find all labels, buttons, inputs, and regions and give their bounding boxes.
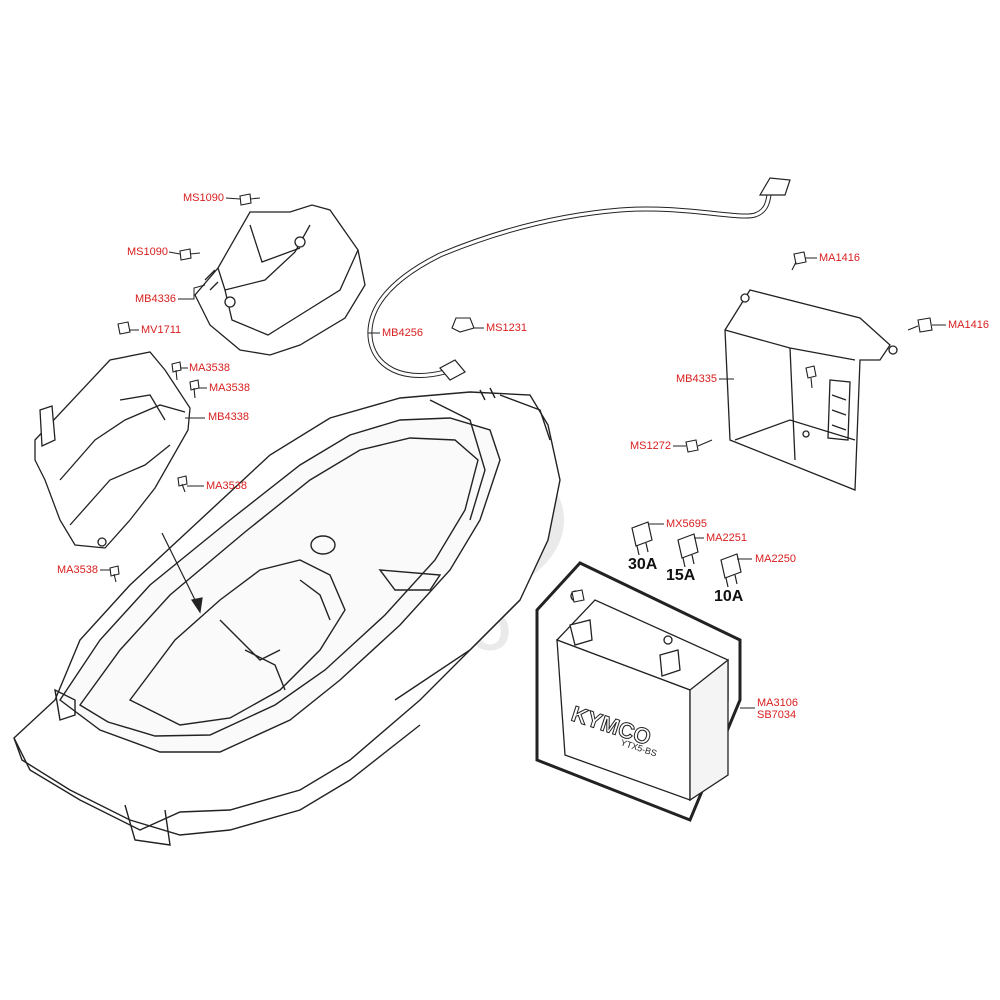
label-ma3538-c: MA3538 xyxy=(206,480,247,492)
label-ma3538-b: MA3538 xyxy=(209,382,250,394)
storage-box-body xyxy=(13,387,561,846)
label-ma3538-d: MA3538 xyxy=(57,564,98,576)
guide-arrow xyxy=(161,532,203,614)
label-ma3538-a: MA3538 xyxy=(189,362,230,374)
label-ms1272: MS1272 xyxy=(630,440,671,452)
battery-cable-mb4256 xyxy=(367,177,791,381)
fuse-15a-ma2251 xyxy=(677,533,699,568)
upper-cover-mb4336 xyxy=(194,204,366,356)
label-ms1231: MS1231 xyxy=(486,322,527,334)
label-ma3106: MA3106 xyxy=(757,697,798,709)
label-mb4256: MB4256 xyxy=(382,327,423,339)
label-mv1711: MV1711 xyxy=(141,324,182,336)
fuse-rating-15a: 15A xyxy=(666,567,696,584)
label-mb4335: MB4335 xyxy=(676,373,717,385)
fuse-30a-mx5695 xyxy=(631,521,653,556)
label-mb4338: MB4338 xyxy=(208,411,249,423)
label-sb7034: SB7034 xyxy=(757,709,797,721)
label-mx5695: MX5695 xyxy=(666,518,707,530)
fuse-rating-30a: 30A xyxy=(628,556,658,573)
side-cover-mb4338 xyxy=(34,351,191,549)
battery-ma3106: KYMCO YTX5-BS xyxy=(535,561,742,822)
fuse-10a-ma2250 xyxy=(720,553,742,588)
label-ma1416-right: MA1416 xyxy=(948,319,989,331)
label-mb4336: MB4336 xyxy=(135,293,176,305)
label-ma1416-top: MA1416 xyxy=(819,252,860,264)
label-ms1090-top: MS1090 xyxy=(183,192,224,204)
fuse-rating-10a: 10A xyxy=(714,588,744,605)
label-ma2250: MA2250 xyxy=(755,553,796,565)
fasteners xyxy=(109,193,933,603)
label-ms1090-mid: MS1090 xyxy=(127,246,168,258)
leader-lines xyxy=(100,197,946,709)
label-ma2251: MA2251 xyxy=(706,532,747,544)
battery-box-mb4335 xyxy=(724,289,898,491)
